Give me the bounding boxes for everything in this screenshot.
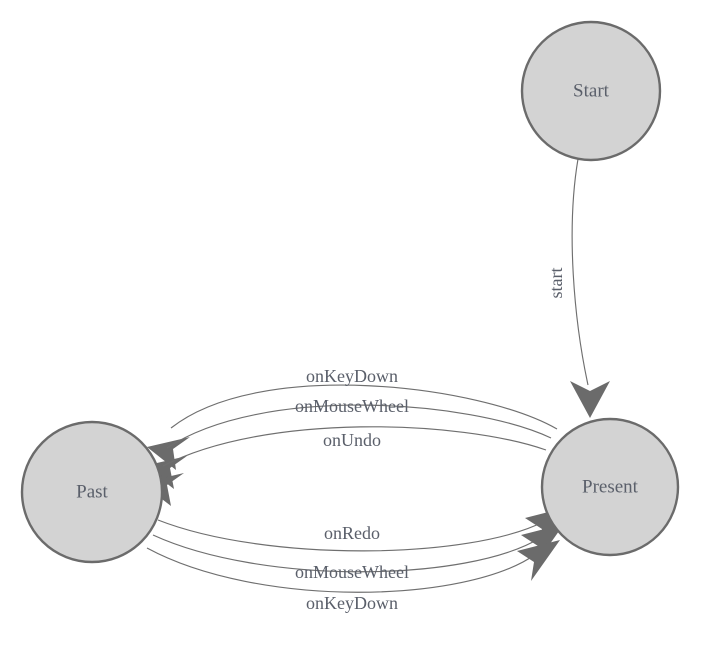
edge-path-past-present-onkeydown: [146, 547, 537, 593]
edge-label-start: start: [546, 268, 566, 299]
node-present[interactable]: Present: [540, 417, 680, 557]
edge-label-past-present-onredo: onRedo: [324, 523, 380, 543]
node-past[interactable]: Past: [20, 420, 164, 564]
edge-path-present-past-onkeydown: [170, 384, 558, 430]
arrowhead-start-present: [570, 381, 610, 418]
node-start[interactable]: Start: [520, 20, 662, 162]
node-start-label: Start: [573, 80, 610, 101]
edge-label-past-present-onkeydown: onKeyDown: [306, 593, 398, 613]
edge-present-to-past-onkeydown[interactable]: [147, 384, 558, 470]
arrowhead-past-present-onkeydown: [517, 540, 560, 581]
node-start-circle: [520, 20, 662, 162]
node-past-circle: [20, 420, 164, 564]
edge-path-present-past-onmousewheel: [166, 404, 552, 449]
edge-label-present-past-onkeydown: onKeyDown: [306, 366, 398, 386]
edge-path-start-present: [571, 158, 589, 386]
edge-label-past-present-onmousewheel: onMouseWheel: [295, 562, 409, 582]
arrowhead-present-past-onkeydown: [147, 437, 190, 470]
node-past-label: Past: [76, 481, 108, 502]
edge-path-past-present-onmousewheel: [152, 534, 541, 573]
edge-label-present-past-onundo: onUndo: [323, 430, 381, 450]
edge-past-to-present-onkeydown[interactable]: [146, 540, 560, 593]
node-present-label: Present: [582, 476, 639, 497]
edge-start-to-present[interactable]: [570, 158, 610, 418]
edge-label-present-past-onmousewheel: onMouseWheel: [295, 396, 409, 416]
edge-path-past-present-onredo: [157, 519, 546, 552]
node-present-circle: [540, 417, 680, 557]
edge-path-present-past-onundo: [162, 426, 547, 467]
